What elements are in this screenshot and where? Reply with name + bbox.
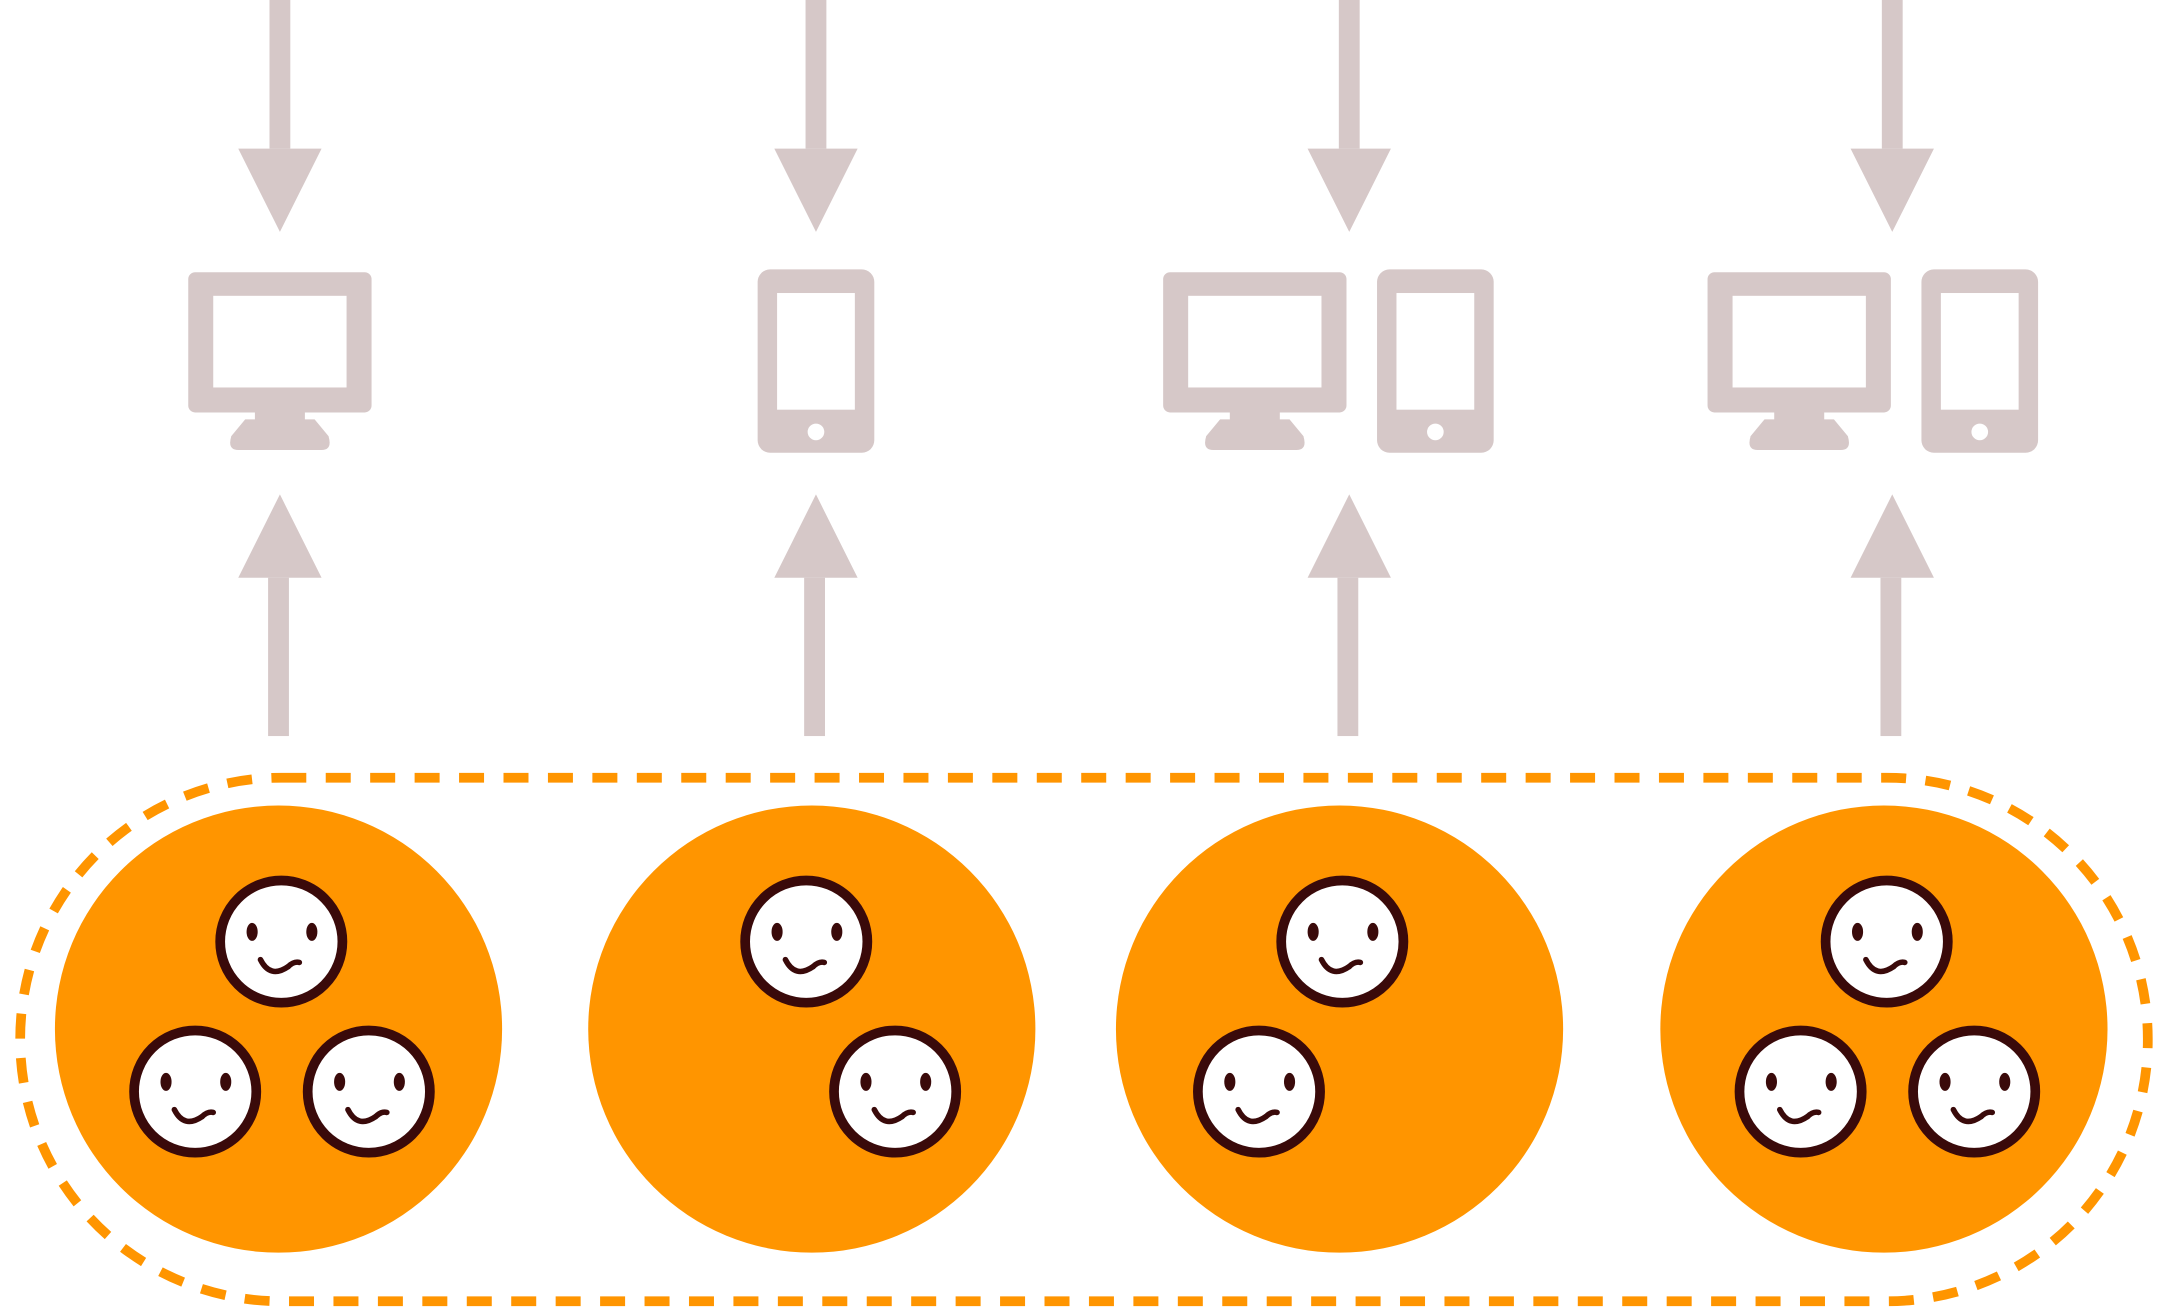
mobile-phone-icon bbox=[757, 269, 875, 453]
arrow-shaft bbox=[805, 0, 827, 149]
flow-arrows bbox=[238, 0, 322, 737]
user-group-circle bbox=[588, 805, 1036, 1253]
smiley-face-icon bbox=[829, 1025, 962, 1158]
arrow-head bbox=[238, 148, 322, 232]
arrow-head bbox=[774, 148, 858, 232]
arrow-head bbox=[1307, 494, 1391, 578]
smiley-face-icon bbox=[215, 875, 348, 1008]
smiley-face-icon bbox=[302, 1025, 435, 1158]
device-set bbox=[1707, 269, 2039, 453]
device-set bbox=[757, 269, 875, 453]
arrow-head bbox=[774, 494, 858, 578]
column-4 bbox=[1660, 0, 2108, 1253]
device-set bbox=[1163, 269, 1494, 453]
smiley-face-icon bbox=[740, 875, 873, 1008]
mobile-phone-icon bbox=[1921, 269, 2039, 453]
smiley-face-icon bbox=[129, 1025, 262, 1158]
desktop-monitor-icon bbox=[1163, 272, 1347, 450]
flow-arrows bbox=[774, 0, 858, 737]
group-boundary-dashed bbox=[15, 772, 2153, 1307]
arrow-shaft bbox=[1338, 0, 1360, 149]
smiley-face-icon bbox=[1193, 1025, 1325, 1158]
arrow-head bbox=[1307, 148, 1391, 232]
arrow-shaft bbox=[1880, 577, 1902, 737]
arrow-head bbox=[238, 494, 322, 578]
device-set bbox=[188, 272, 372, 450]
arrow-shaft bbox=[1881, 0, 1903, 149]
user-group-circle bbox=[1660, 805, 2108, 1253]
user-group bbox=[54, 805, 503, 1253]
smiley-face-icon bbox=[1820, 875, 1953, 1008]
desktop-monitor-icon bbox=[1707, 272, 1891, 450]
arrow-head bbox=[1850, 494, 1934, 578]
user-group bbox=[588, 805, 1036, 1253]
user-group bbox=[1660, 805, 2108, 1253]
arrow-shaft bbox=[269, 0, 291, 149]
column-1 bbox=[54, 0, 503, 1253]
arrow-shaft bbox=[268, 577, 289, 737]
arrow-shaft bbox=[804, 577, 825, 737]
column-2 bbox=[588, 0, 1036, 1253]
user-group bbox=[1115, 805, 1564, 1253]
smiley-face-icon bbox=[1276, 875, 1409, 1008]
desktop-monitor-icon bbox=[188, 272, 372, 450]
flow-arrows bbox=[1850, 0, 1934, 737]
flow-arrows bbox=[1307, 0, 1391, 737]
column-3 bbox=[1115, 0, 1564, 1253]
arrow-head bbox=[1850, 148, 1934, 232]
user-group-circle bbox=[54, 805, 503, 1253]
smiley-face-icon bbox=[1908, 1025, 2041, 1158]
mobile-phone-icon bbox=[1377, 269, 1494, 453]
smiley-face-icon bbox=[1734, 1025, 1867, 1158]
arrow-shaft bbox=[1337, 577, 1359, 737]
user-group-circle bbox=[1115, 805, 1564, 1253]
